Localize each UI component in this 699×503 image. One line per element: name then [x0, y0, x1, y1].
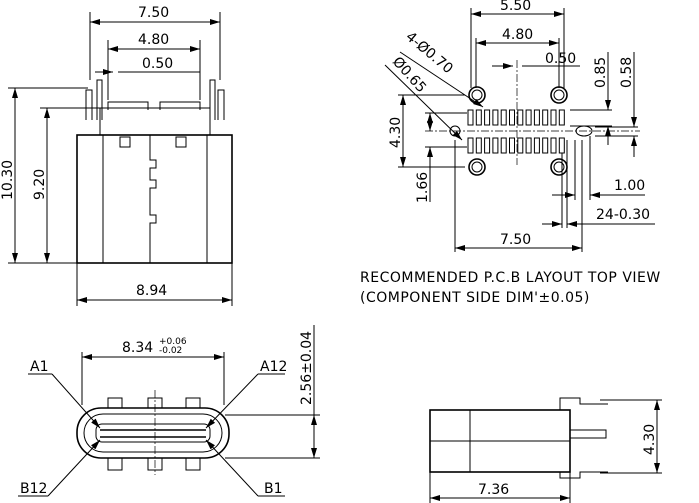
- dim-1-00: 1.00: [614, 178, 645, 194]
- pcb-pad: [492, 137, 499, 154]
- pcb-pad: [533, 109, 540, 126]
- pcb-pad: [500, 137, 507, 154]
- label-b12: B12: [20, 481, 47, 497]
- dim-tol-plus: +0.06: [159, 337, 187, 347]
- dim-tol-minus: -0.02: [159, 346, 182, 356]
- dim-4-30-side: 4.30: [642, 424, 658, 455]
- dim-24-pads: 24-0.30: [596, 207, 650, 223]
- pcb-pad: [525, 109, 532, 126]
- label-a12: A12: [260, 359, 287, 375]
- dim-0-50-pcb: 0.50: [545, 51, 576, 67]
- top-view: 7.50 4.80 0.50 10.30 9.20 8.94: [0, 5, 233, 306]
- front-view: 8.34 +0.06 -0.02 2.56±0.04 A1 A12 B12 B1: [18, 325, 320, 497]
- pcb-pad: [475, 137, 482, 154]
- dim-4-30-pcb: 4.30: [388, 117, 404, 148]
- pcb-pad: [509, 109, 515, 126]
- dim-4-80: 4.80: [138, 32, 169, 48]
- pcb-pad: [558, 109, 565, 126]
- pcb-pad: [517, 109, 524, 126]
- pcb-pad: [525, 137, 532, 154]
- dim-0-58: 0.58: [619, 57, 635, 88]
- pcb-pad: [542, 137, 549, 154]
- pcb-pad: [542, 109, 549, 126]
- pcb-pad: [550, 109, 557, 126]
- dim-0-50: 0.50: [142, 56, 173, 72]
- pcb-pad: [475, 109, 482, 126]
- pcb-pad: [517, 137, 524, 154]
- pcb-pad: [533, 137, 540, 154]
- dim-7-50: 7.50: [138, 5, 169, 21]
- dim-7-36: 7.36: [478, 482, 509, 498]
- side-view: 4.30 7.36: [429, 397, 662, 503]
- dim-1-66: 1.66: [415, 172, 431, 203]
- layout-note-title: RECOMMENDED P.C.B LAYOUT TOP VIEW: [360, 270, 661, 286]
- layout-note-tolerance: (COMPONENT SIDE DIM'±0.05): [360, 290, 590, 306]
- dim-7-50-pcb: 7.50: [500, 232, 531, 248]
- pcb-pad: [509, 137, 515, 154]
- pcb-pad: [492, 109, 499, 126]
- pcb-pad: [467, 137, 474, 154]
- pcb-pad: [484, 109, 491, 126]
- pcb-pad: [558, 137, 565, 154]
- dim-8-94: 8.94: [136, 283, 167, 299]
- pcb-pad: [550, 137, 557, 154]
- dim-8-34: 8.34: [122, 340, 153, 356]
- dim-10-30: 10.30: [0, 160, 16, 200]
- body-outline: [76, 134, 233, 264]
- dim-0-85: 0.85: [593, 57, 609, 88]
- dim-4-80-pcb: 4.80: [502, 27, 533, 43]
- dim-9-20: 9.20: [32, 169, 48, 200]
- dim-5-50: 5.50: [500, 0, 531, 14]
- pcb-pad: [467, 109, 474, 126]
- pcb-pad: [484, 137, 491, 154]
- label-b1: B1: [264, 481, 283, 497]
- label-a1: A1: [30, 359, 48, 375]
- pcb-pad: [500, 109, 507, 126]
- pcb-layout: 4-Ø0.70 Ø0.65 5.50 4.80 0.50 0.85 0.58 4…: [384, 0, 655, 252]
- dim-2-56: 2.56±0.04: [299, 331, 315, 405]
